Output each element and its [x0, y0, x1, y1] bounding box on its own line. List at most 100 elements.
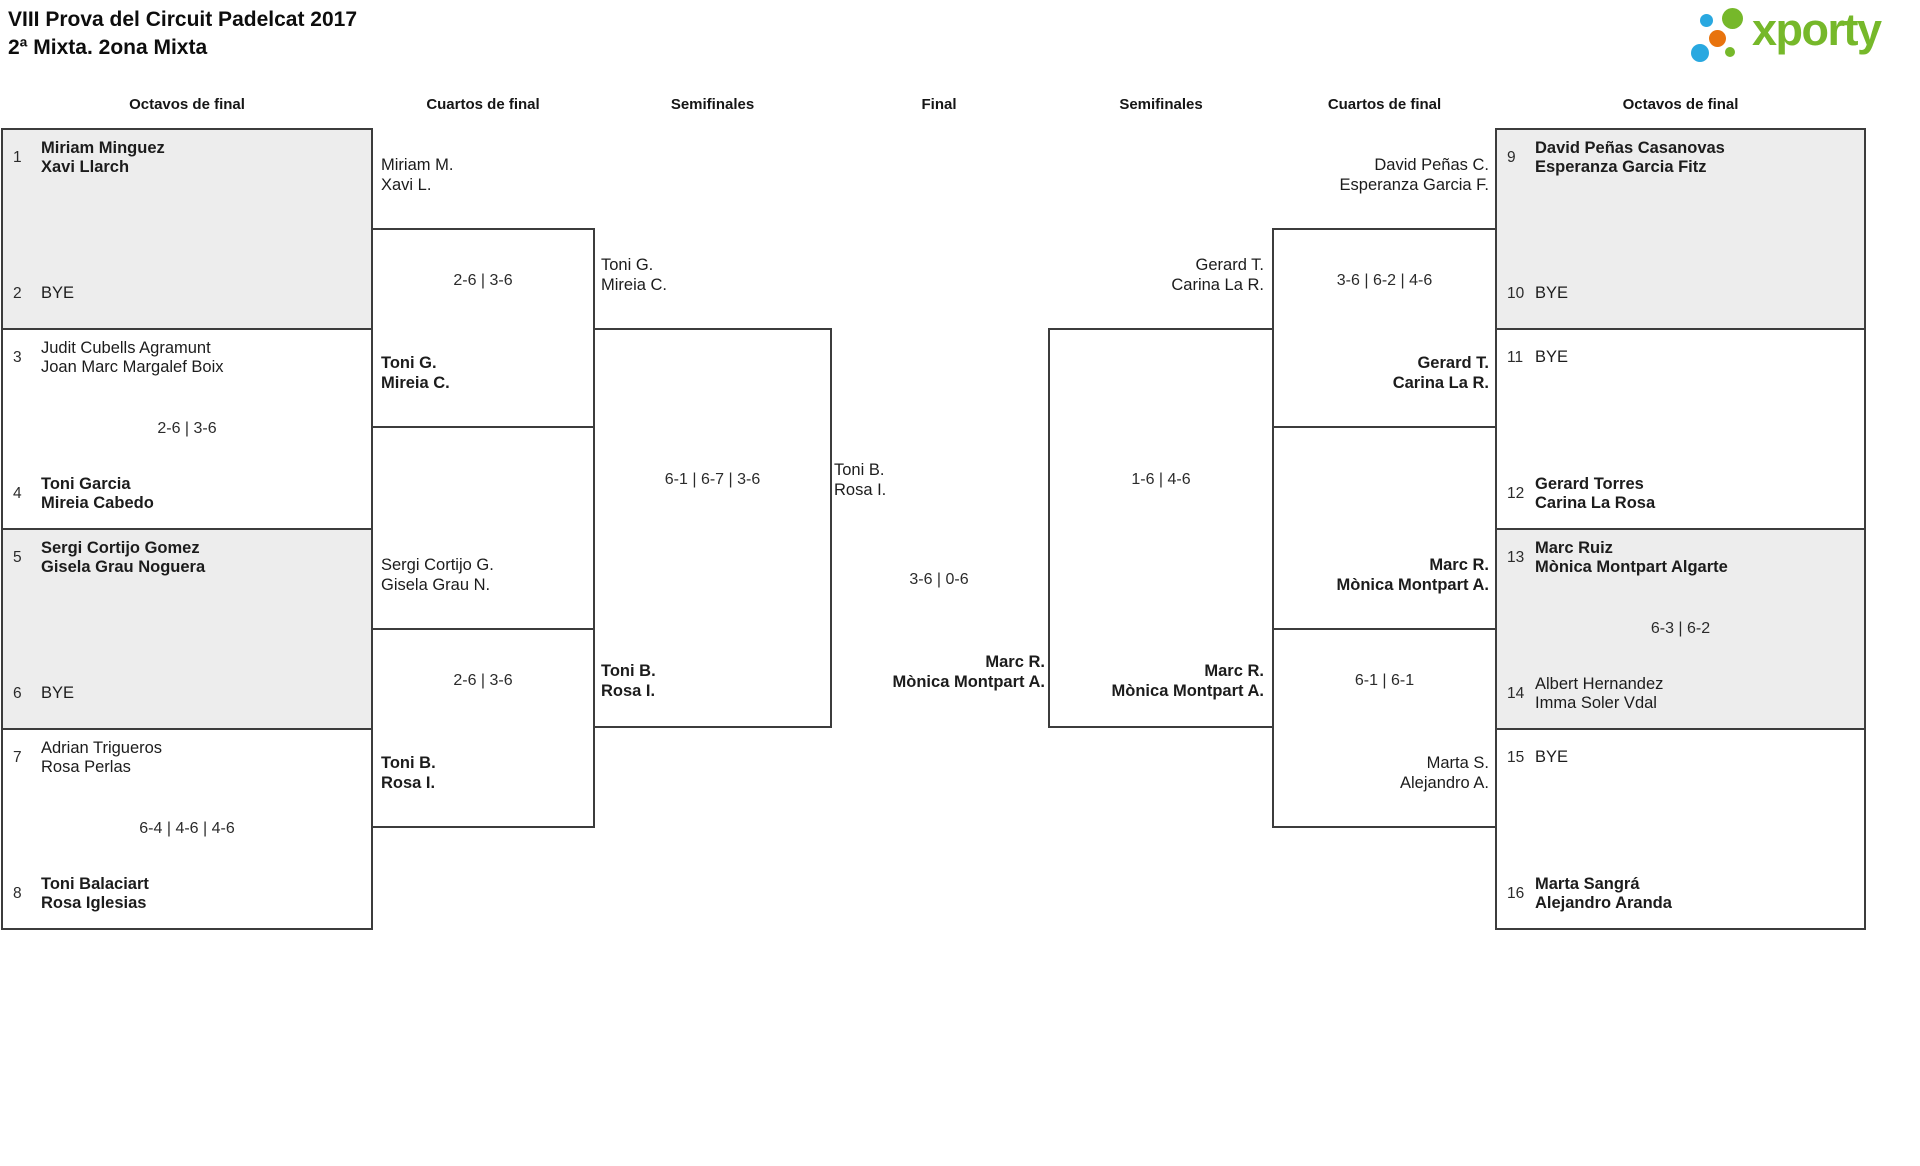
team-entry: 10 BYE: [1507, 272, 1858, 316]
team-entry: 7 Adrian Trigueros Rosa Perlas: [13, 736, 365, 780]
final-score: 3-6 | 0-6: [909, 571, 969, 588]
match-score: 6-4 | 4-6 | 4-6: [139, 820, 235, 837]
round-header-semis-right: Semifinales: [1119, 96, 1203, 113]
player-name: Toni G.: [381, 354, 437, 372]
seed-number: 12: [1507, 485, 1525, 502]
advancing-team: Toni B. Rosa I.: [381, 754, 591, 793]
advancing-team: Gerard T. Carina La R.: [1280, 354, 1489, 393]
team-names: Albert Hernandez Imma Soler Vdal: [1535, 675, 1663, 714]
seed-number: 15: [1507, 749, 1525, 766]
advancing-team: Sergi Cortijo G. Gisela Grau N.: [381, 556, 591, 595]
player-name: BYE: [1535, 748, 1569, 767]
player-name: Marc Ruiz: [1535, 538, 1613, 557]
team-names: David Peñas Casanovas Esperanza Garcia F…: [1535, 139, 1725, 178]
team-entry: 13 Marc Ruiz Mònica Montpart Algarte: [1507, 536, 1858, 580]
player-name: Toni Garcia: [41, 474, 131, 493]
player-name: Toni Balaciart: [41, 874, 149, 893]
seed-number: 2: [13, 285, 22, 302]
player-name: David Peñas C.: [1374, 156, 1489, 174]
quarterfinal-left-top-box: [371, 228, 595, 428]
match-score: 6-3 | 6-2: [1650, 620, 1711, 637]
logo-dot-blue-large: [1691, 44, 1709, 62]
player-name: Mireia Cabedo: [41, 494, 154, 512]
seed-number: 4: [13, 485, 22, 502]
team-entry: 3 Judit Cubells Agramunt Joan Marc Marga…: [13, 336, 365, 380]
round-header-final: Final: [921, 96, 957, 113]
player-name: Rosa I.: [601, 681, 656, 700]
champion-team: Marc R. Mònica Montpart A.: [826, 653, 1045, 692]
player-name: Mireia C.: [381, 373, 450, 392]
team-names: BYE: [1535, 348, 1568, 368]
seed-number: 13: [1507, 549, 1525, 566]
player-name: Albert Hernandez: [1535, 674, 1664, 693]
player-name: Rosa I.: [381, 773, 436, 792]
player-name: Miriam Minguez: [41, 138, 165, 157]
player-name: Marc R.: [1204, 662, 1264, 680]
player-name: Toni G.: [601, 256, 654, 274]
round-header-cuartos-right: Cuartos de final: [1327, 96, 1442, 113]
team-entry: 1 Miriam Minguez Xavi Llarch: [13, 136, 365, 180]
match-score: 3-6 | 6-2 | 4-6: [1336, 272, 1433, 289]
seed-number: 7: [13, 749, 22, 766]
match-score: 6-1 | 6-1: [1354, 672, 1415, 689]
round-header-octavos-left: Octavos de final: [129, 96, 245, 113]
player-name: Alejandro A.: [1400, 773, 1489, 792]
team-entry: 14 Albert Hernandez Imma Soler Vdal: [1507, 672, 1858, 716]
player-name: Xavi Llarch: [41, 158, 130, 176]
player-name: BYE: [1535, 284, 1569, 303]
player-name: Judit Cubells Agramunt: [41, 338, 211, 357]
player-name: Carina La R.: [1171, 275, 1264, 294]
quarterfinal-right-top-box: [1272, 228, 1497, 428]
seed-number: 5: [13, 549, 22, 566]
match-score: 2-6 | 3-6: [453, 672, 513, 689]
team-entry: 5 Sergi Cortijo Gomez Gisela Grau Noguer…: [13, 536, 365, 580]
advancing-team: David Peñas C. Esperanza Garcia F.: [1280, 156, 1489, 195]
team-entry: 16 Marta Sangrá Alejandro Aranda: [1507, 872, 1858, 916]
player-name: BYE: [1535, 348, 1569, 367]
seed-number: 6: [13, 685, 22, 702]
team-entry: 15 BYE: [1507, 736, 1858, 780]
logo-dot-blue-small: [1700, 14, 1713, 27]
match-score: 2-6 | 3-6: [453, 272, 513, 289]
team-names: Marc Ruiz Mònica Montpart Algarte: [1535, 539, 1728, 578]
team-names: Judit Cubells Agramunt Joan Marc Margale…: [41, 339, 224, 378]
round-header-octavos-right: Octavos de final: [1622, 96, 1739, 113]
advancing-team: Marta S. Alejandro A.: [1280, 754, 1489, 793]
player-name: David Peñas Casanovas: [1535, 138, 1725, 157]
team-names: BYE: [1535, 748, 1568, 768]
team-entry: 6 BYE: [13, 672, 365, 716]
r16-block-seeds-13-14: 13 Marc Ruiz Mònica Montpart Algarte 6-3…: [1495, 528, 1866, 730]
logo-dot-green-large: [1722, 8, 1743, 29]
r16-block-seeds-7-8: 7 Adrian Trigueros Rosa Perlas 6-4 | 4-6…: [1, 728, 373, 930]
advancing-team: Toni G. Mireia C.: [381, 354, 591, 393]
r16-block-seeds-5-6: 5 Sergi Cortijo Gomez Gisela Grau Noguer…: [1, 528, 373, 730]
player-name: Marta S.: [1426, 754, 1489, 772]
player-name: Miriam M.: [381, 156, 454, 174]
player-name: Esperanza Garcia Fitz: [1535, 158, 1707, 176]
r16-block-seeds-1-2: 1 Miriam Minguez Xavi Llarch 2 BYE: [1, 128, 373, 330]
player-name: Mònica Montpart Algarte: [1535, 558, 1728, 576]
advancing-team: Gerard T. Carina La R.: [1054, 256, 1264, 295]
player-name: Xavi L.: [381, 175, 432, 194]
team-names: BYE: [41, 684, 74, 704]
player-name: Gisela Grau N.: [381, 575, 491, 594]
player-name: Carina La R.: [1392, 373, 1489, 392]
advancing-team: Toni G. Mireia C.: [601, 256, 816, 295]
seed-number: 11: [1507, 349, 1524, 366]
player-name: Mònica Montpart A.: [1111, 681, 1264, 700]
player-name: BYE: [41, 284, 75, 303]
player-name: BYE: [41, 684, 75, 703]
team-names: Adrian Trigueros Rosa Perlas: [41, 739, 162, 778]
player-name: Adrian Trigueros: [41, 738, 163, 757]
team-names: Marta Sangrá Alejandro Aranda: [1535, 875, 1672, 914]
player-name: Toni B.: [834, 461, 885, 479]
player-name: Sergi Cortijo G.: [381, 556, 494, 574]
player-name: Mònica Montpart A.: [1336, 575, 1489, 594]
advancing-team: Marc R. Mònica Montpart A.: [1054, 662, 1264, 701]
r16-block-seeds-3-4: 3 Judit Cubells Agramunt Joan Marc Marga…: [1, 328, 373, 530]
player-name: Joan Marc Margalef Boix: [41, 358, 224, 376]
r16-block-seeds-11-12: 11 BYE 12 Gerard Torres Carina La Rosa: [1495, 328, 1866, 530]
team-names: Toni Garcia Mireia Cabedo: [41, 475, 154, 514]
match-score: 1-6 | 4-6: [1131, 471, 1191, 488]
